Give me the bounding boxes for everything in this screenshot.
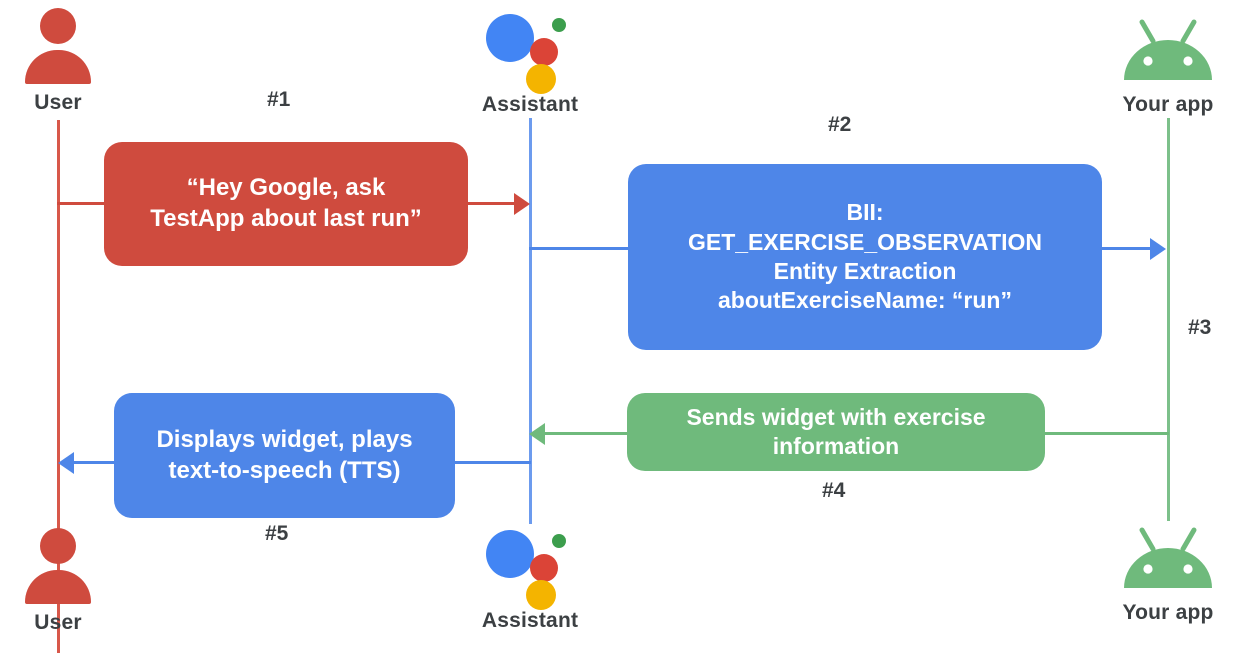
user-icon-body xyxy=(25,50,91,84)
message-line: Sends widget with exercise xyxy=(686,403,986,430)
lifeline-user xyxy=(57,120,60,653)
step-label-3: #3 xyxy=(1188,316,1212,339)
connector-assistant-to-bii xyxy=(529,247,629,250)
actor-label-your-app-top: Your app xyxy=(1122,93,1214,116)
actor-user-bottom: User xyxy=(0,528,133,633)
arrowhead-bii-to-your-app xyxy=(1150,238,1166,260)
step-label-5: #5 xyxy=(265,522,289,545)
actor-label-your-app-bottom: Your app xyxy=(1122,601,1214,624)
connector-assistant-to-display xyxy=(455,461,531,464)
message-line: BII: xyxy=(846,199,884,226)
lifeline-your-app xyxy=(1167,118,1170,521)
user-icon xyxy=(18,8,98,86)
assistant-icon-green-dot xyxy=(552,18,566,32)
actor-your-app-top: Your app xyxy=(1093,14,1243,115)
message-line: aboutExerciseName: “run” xyxy=(718,287,1012,314)
connector-utterance-to-assistant xyxy=(467,202,517,205)
message-box-utterance[interactable]: “Hey Google, ask TestApp about last run” xyxy=(104,142,468,266)
connector-your-app-to-widget xyxy=(1043,432,1169,435)
android-icon xyxy=(1116,522,1220,598)
user-icon xyxy=(18,528,98,606)
message-line: “Hey Google, ask xyxy=(186,174,386,202)
message-line: TestApp about last run” xyxy=(150,205,422,232)
actor-assistant-bottom: Assistant xyxy=(455,524,605,631)
message-box-display[interactable]: Displays widget, plays text-to-speech (T… xyxy=(114,393,455,518)
message-line: information xyxy=(772,433,900,459)
message-box-widget-response[interactable]: Sends widget with exercise information xyxy=(627,393,1045,471)
user-icon-head xyxy=(40,528,76,564)
arrowhead-widget-to-assistant xyxy=(529,423,545,445)
user-icon-body xyxy=(25,570,91,604)
actor-label-user-bottom: User xyxy=(34,611,82,634)
assistant-icon-yellow-dot xyxy=(526,64,556,94)
google-assistant-icon xyxy=(484,8,576,94)
user-icon-head xyxy=(40,8,76,44)
actor-label-assistant-top: Assistant xyxy=(481,93,579,116)
google-assistant-icon xyxy=(484,524,576,610)
android-icon xyxy=(1116,14,1220,90)
step-label-4: #4 xyxy=(822,479,846,502)
message-line: text-to-speech (TTS) xyxy=(168,456,401,484)
assistant-icon-blue-dot xyxy=(486,14,534,62)
assistant-icon-yellow-dot xyxy=(526,580,556,610)
lifeline-assistant xyxy=(529,118,532,524)
assistant-icon-red-dot xyxy=(530,38,558,66)
arrowhead-display-to-user xyxy=(58,452,74,474)
actor-user-top: User xyxy=(0,8,133,113)
connector-user-to-utterance xyxy=(57,202,122,205)
actor-label-user-top: User xyxy=(34,91,82,114)
message-line: Entity Extraction xyxy=(773,258,957,284)
message-line: Displays widget, plays xyxy=(156,425,413,453)
connector-widget-to-assistant xyxy=(545,432,629,435)
actor-label-assistant-bottom: Assistant xyxy=(481,609,579,632)
step-label-2: #2 xyxy=(828,113,852,136)
connector-bii-to-your-app xyxy=(1102,247,1152,250)
arrowhead-utterance-to-assistant xyxy=(514,193,530,215)
assistant-icon-blue-dot xyxy=(486,530,534,578)
connector-display-to-user xyxy=(74,461,114,464)
assistant-icon-red-dot xyxy=(530,554,558,582)
assistant-icon-green-dot xyxy=(552,534,566,548)
actor-your-app-bottom: Your app xyxy=(1093,522,1243,623)
message-box-bii[interactable]: BII: GET_EXERCISE_OBSERVATION Entity Ext… xyxy=(628,164,1102,350)
step-label-1: #1 xyxy=(267,88,291,111)
actor-assistant-top: Assistant xyxy=(455,8,605,115)
message-line: GET_EXERCISE_OBSERVATION xyxy=(687,228,1043,255)
